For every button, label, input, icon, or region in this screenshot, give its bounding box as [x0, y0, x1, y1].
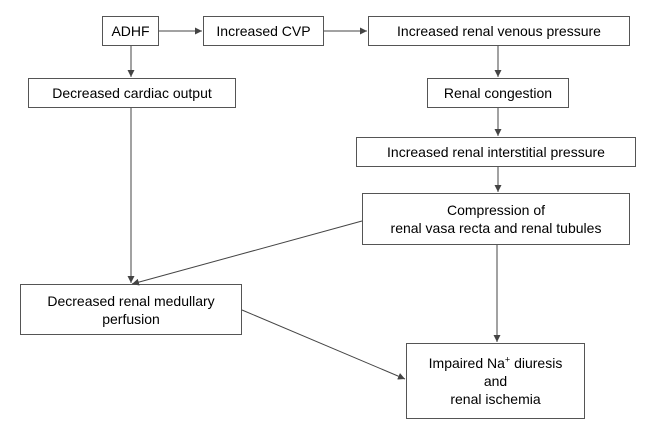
node-impaired-diuresis-line1-sup: +	[504, 354, 511, 365]
node-increased-renal-interstitial-pressure-label: Increased renal interstitial pressure	[387, 144, 605, 160]
node-decreased-cardiac-output-label: Decreased cardiac output	[52, 85, 212, 101]
node-increased-renal-interstitial-pressure: Increased renal interstitial pressure	[356, 137, 636, 167]
arrow-compression-to-medullary-perfusion	[131, 220, 363, 286]
node-compression-line2: renal vasa recta and renal tubules	[390, 220, 602, 236]
node-impaired-diuresis-line1-pre: Impaired Na	[428, 355, 505, 371]
node-renal-congestion: Renal congestion	[427, 78, 569, 108]
node-impaired-diuresis: Impaired Na+ diuresis and renal ischemia	[406, 343, 585, 419]
node-increased-cvp-label: Increased CVP	[216, 23, 311, 39]
node-compression-line1: Compression of	[446, 202, 546, 218]
node-impaired-diuresis-line1-post: diuresis	[510, 355, 563, 371]
node-increased-renal-venous-pressure-label: Increased renal venous pressure	[397, 23, 601, 39]
node-increased-renal-venous-pressure: Increased renal venous pressure	[368, 16, 630, 46]
node-decreased-cardiac-output: Decreased cardiac output	[28, 78, 236, 108]
node-decreased-medullary-perfusion: Decreased renal medullary perfusion	[20, 284, 242, 335]
node-impaired-diuresis-line1: Impaired Na+ diuresis	[429, 354, 563, 372]
node-impaired-diuresis-line2: and	[483, 373, 508, 389]
node-impaired-diuresis-line3: renal ischemia	[450, 391, 541, 407]
node-compression: Compression of renal vasa recta and rena…	[362, 193, 630, 245]
node-adhf: ADHF	[102, 16, 159, 46]
arrow-medullary-perfusion-to-impaired-diuresis	[241, 309, 406, 380]
node-increased-cvp: Increased CVP	[203, 16, 324, 46]
node-renal-congestion-label: Renal congestion	[443, 85, 553, 101]
node-decreased-medullary-perfusion-line2: perfusion	[102, 310, 160, 327]
node-adhf-label: ADHF	[111, 23, 150, 39]
node-decreased-medullary-perfusion-line1: Decreased renal medullary	[47, 292, 215, 309]
